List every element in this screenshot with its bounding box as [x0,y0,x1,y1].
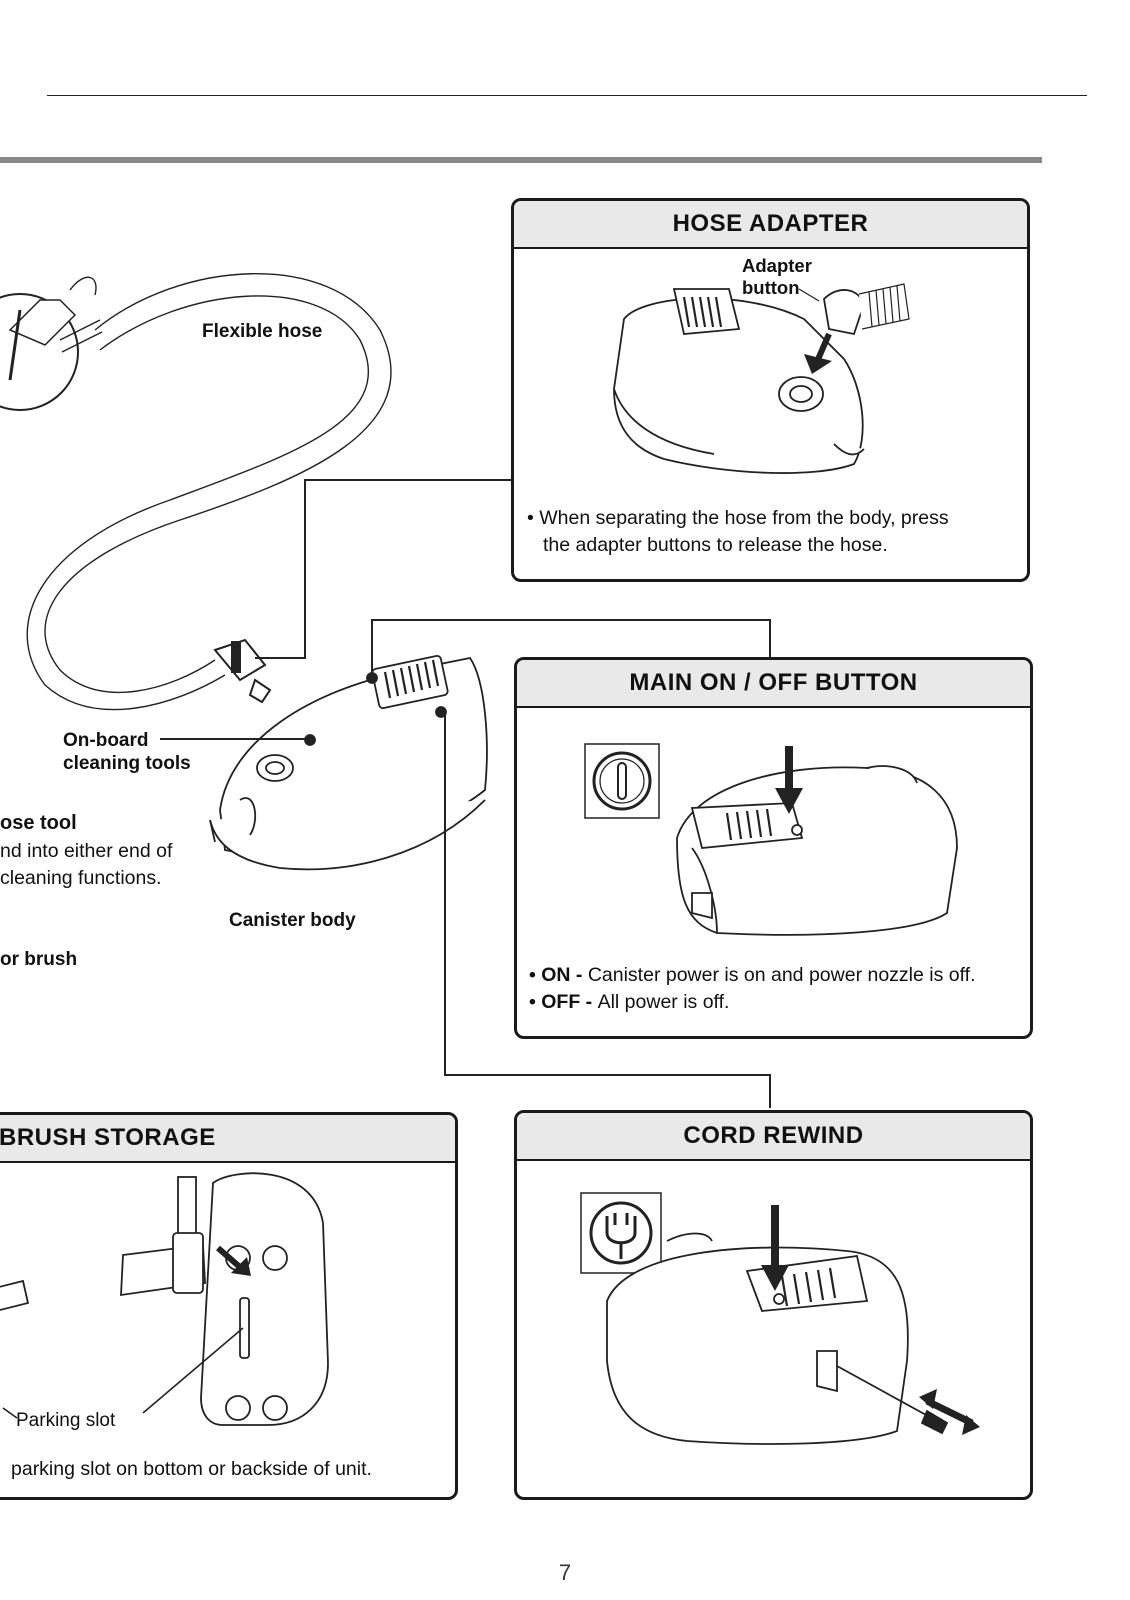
page-number: 7 [558,1560,572,1585]
canister-rear-illustration [676,765,958,936]
canister-body-illustration [209,655,488,871]
flexible-hose-illustration [44,273,392,694]
brush-storage-illustration [0,1172,329,1426]
arrow-icon [216,1245,243,1271]
adapter-elbow [823,283,910,336]
power-button-icon [584,743,660,819]
panel-title: HOSE ADAPTER [514,201,1027,249]
flexible-hose-label: Flexible hose [202,321,323,342]
hose-adapter-note: • When separating the hose from the body… [527,507,949,556]
hose-tool-title: ose tool [0,812,77,834]
cord-rewind-panel: CORD REWIND [514,1110,1033,1500]
panel-title: CORD REWIND [517,1113,1030,1161]
hose-tool-text: nd into either end of cleaning functions… [0,840,173,889]
hose-adapter-panel: HOSE ADAPTER [511,198,1030,582]
adapter-button-label: Adapter button [742,255,812,298]
plug-icon [580,1192,662,1274]
panel-title: BRUSH STORAGE [0,1115,455,1163]
hose-handle-detail [0,276,103,411]
brush-storage-note: parking slot on bottom or backside of un… [11,1458,372,1480]
hose-adapter-illustration [613,283,910,474]
brush-storage-panel: BRUSH STORAGE Parking slot parking slot … [0,1112,458,1500]
connector-lines [160,479,771,1108]
canister-body-label: Canister body [229,910,356,931]
main-switch-note: • ON - Canister power is on and power no… [529,964,976,1013]
onboard-tools-label: On-board cleaning tools [63,730,191,774]
floor-brush-label: or brush [0,949,78,970]
panel-title: MAIN ON / OFF BUTTON [517,660,1030,708]
top-rule [47,95,1087,96]
section-band [0,157,1042,163]
parking-slot-label: Parking slot [16,1410,116,1431]
hose-coupling [213,638,272,704]
cord-rewind-illustration [606,1232,949,1445]
main-switch-panel: MAIN ON / OFF BUTTON [514,657,1033,1039]
double-arrow-icon [919,1389,980,1435]
